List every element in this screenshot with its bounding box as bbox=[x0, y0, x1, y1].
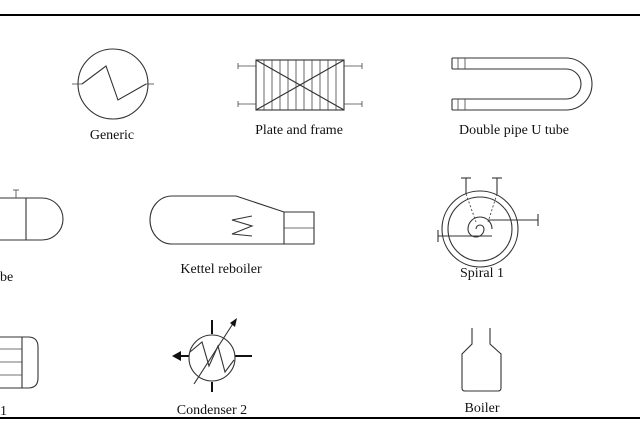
spiral-1-label: Spiral 1 bbox=[460, 266, 504, 281]
partial-tube-bundle-symbol[interactable]: 1 bbox=[0, 336, 39, 419]
condenser-2-label: Condenser 2 bbox=[177, 403, 247, 418]
double-pipe-u-tube-label: Double pipe U tube bbox=[459, 123, 569, 138]
double-pipe-u-tube-symbol[interactable]: Double pipe U tube bbox=[451, 57, 593, 138]
partial-bottom-label: 1 bbox=[0, 404, 7, 419]
generic-label: Generic bbox=[90, 128, 134, 143]
condenser-2-symbol[interactable]: Condenser 2 bbox=[172, 318, 252, 418]
generic-exchanger-symbol[interactable]: Generic bbox=[72, 48, 154, 143]
partial-middle-label: be bbox=[0, 270, 13, 285]
boiler-symbol[interactable]: Boiler bbox=[461, 328, 502, 416]
spiral-1-symbol[interactable]: Spiral 1 bbox=[437, 177, 539, 281]
plate-and-frame-symbol[interactable]: Plate and frame bbox=[237, 59, 363, 138]
kettel-reboiler-label: Kettel reboiler bbox=[180, 262, 262, 277]
partial-shell-tube-symbol[interactable]: be bbox=[0, 189, 64, 285]
kettel-reboiler-symbol[interactable]: Kettel reboiler bbox=[149, 195, 315, 277]
plate-and-frame-label: Plate and frame bbox=[255, 123, 343, 138]
boiler-label: Boiler bbox=[465, 401, 500, 416]
